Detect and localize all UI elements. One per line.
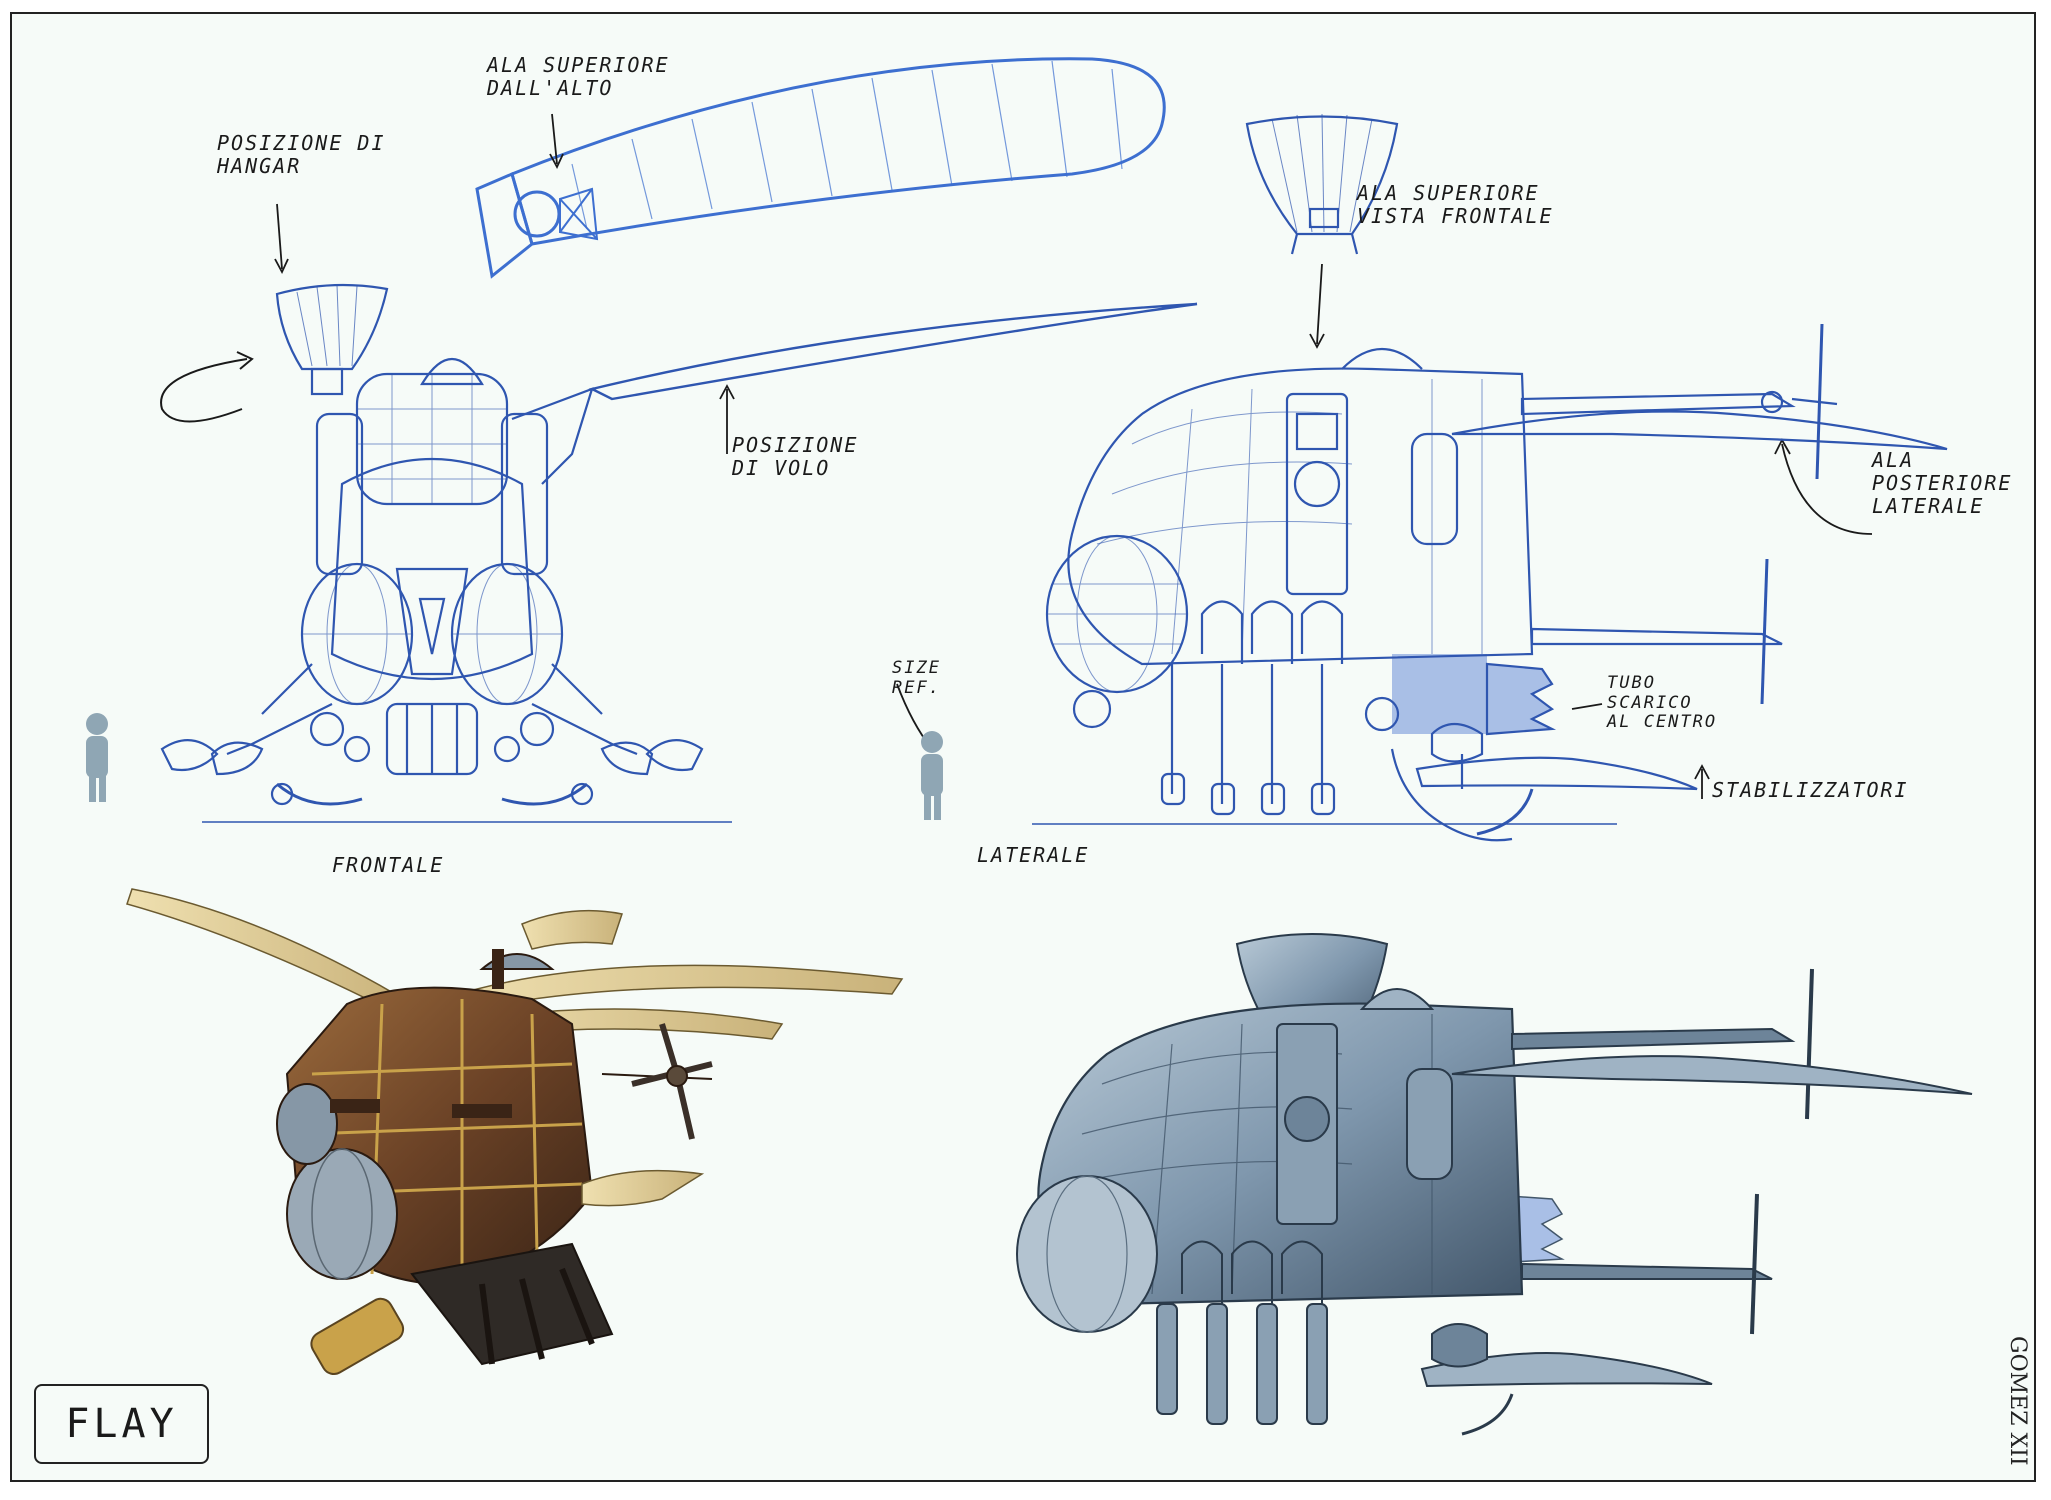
title-box: FLAY — [34, 1384, 209, 1464]
note-stabilizers: Stabilizzatori — [1712, 778, 1909, 802]
side-view-drawing — [1032, 323, 1948, 842]
note-size-ref: Size ref. — [892, 658, 941, 698]
color-render-side-view — [1016, 933, 1973, 1436]
note-upper-wing-side: Ala superiore dall'alto — [487, 53, 670, 100]
annotation-arrows — [274, 113, 1873, 799]
upper-wing-top-view — [475, 57, 1166, 279]
note-exhaust-pipe: Tubo scarico al centro — [1607, 673, 1718, 733]
note-hangar-position: Posizione di hangar — [217, 131, 386, 178]
note-rear-wing-side: Ala posteriore laterale — [1872, 448, 2013, 518]
rotation-arrow — [160, 351, 254, 423]
sketch-canvas — [86, 57, 1973, 1436]
color-render-airship — [126, 888, 904, 1376]
note-front-view: Frontale — [332, 853, 445, 877]
front-view-drawing — [160, 283, 1198, 823]
concept-sheet: Posizione di hangar Ala superiore dall'a… — [10, 12, 2036, 1482]
note-flight-position: Posizione di volo — [732, 433, 859, 480]
size-reference-figures — [86, 713, 943, 820]
artist-signature: GOMEZ XII — [2005, 1336, 2030, 1466]
note-side-view: Laterale — [977, 843, 1090, 867]
note-upper-wing-front: Ala superiore vista frontale — [1357, 181, 1554, 228]
upper-wing-front-view — [1245, 113, 1399, 255]
